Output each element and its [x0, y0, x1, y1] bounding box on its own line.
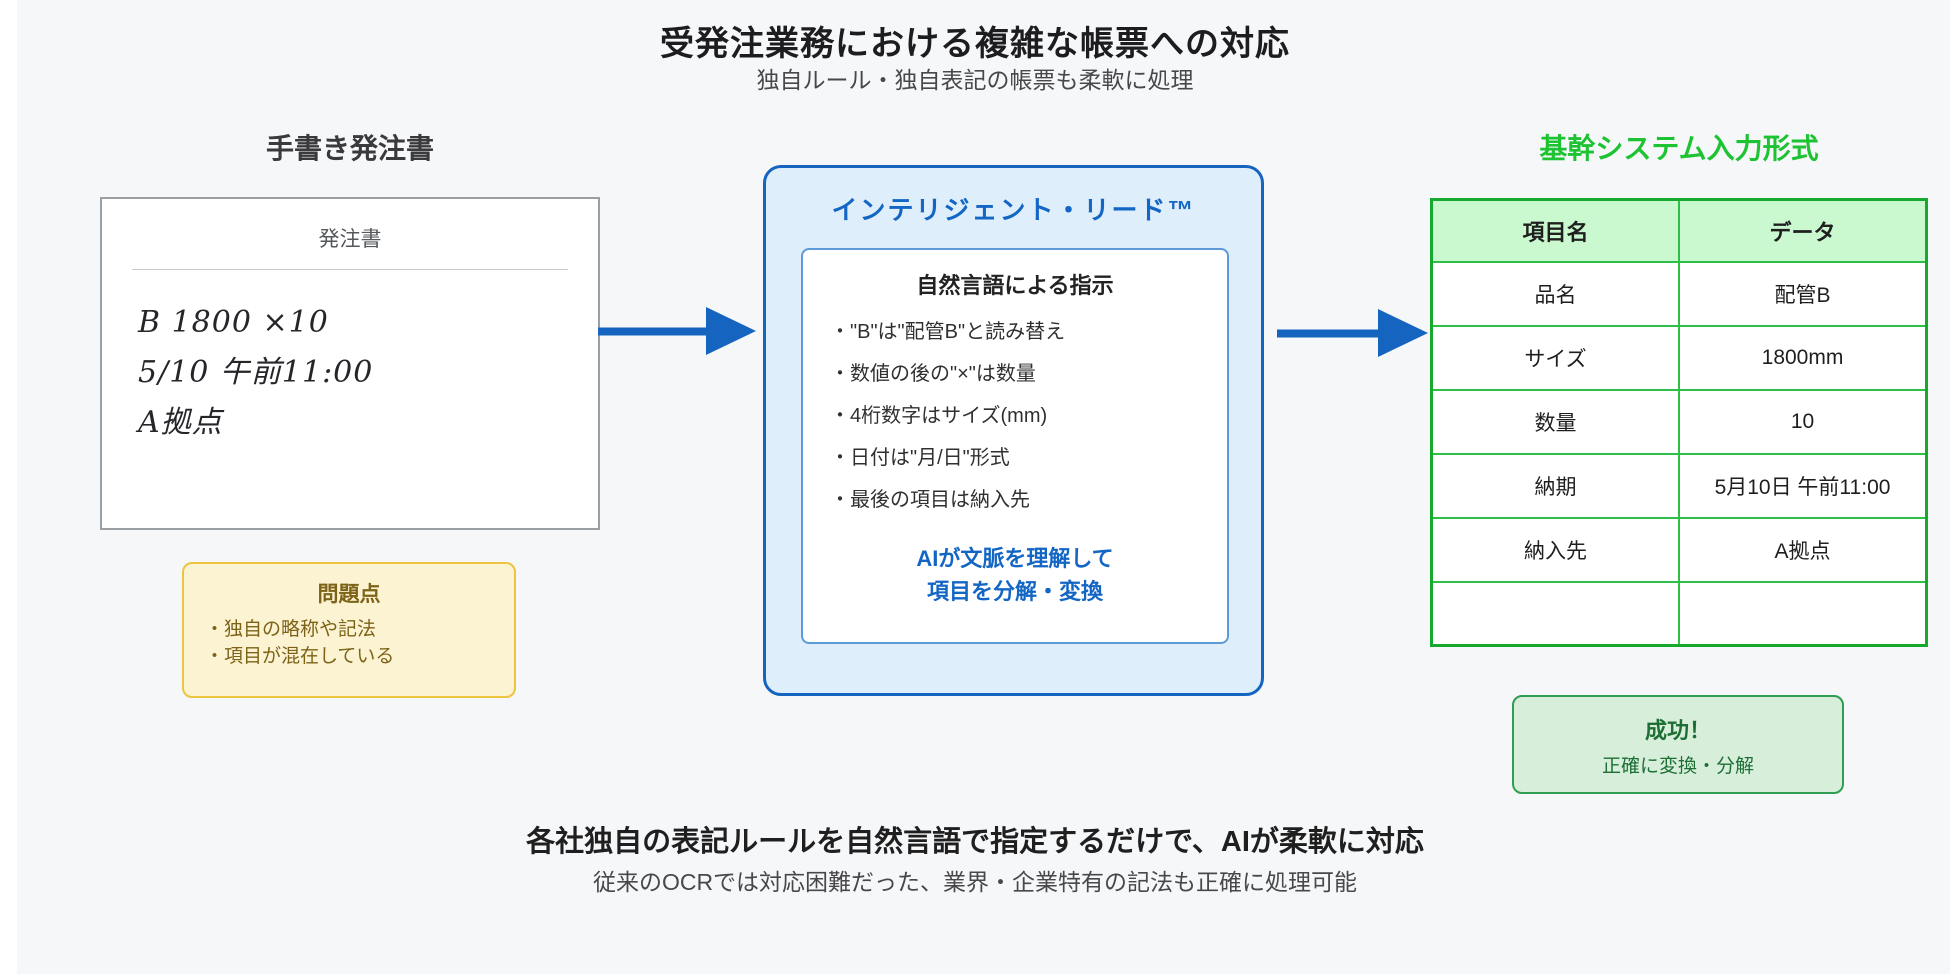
- rule-item: ・日付は"月/日"形式: [830, 447, 1010, 469]
- flow-arrow-right-icon: [1277, 309, 1428, 357]
- table-row-empty: [1430, 580, 1928, 647]
- intelligent-read-panel: インテリジェント・リード™ 自然言語による指示 ・"B"は"配管B"と読み替え …: [763, 165, 1264, 696]
- cell-value: 配管B: [1678, 260, 1928, 327]
- column-header-item-name: 項目名: [1430, 198, 1680, 263]
- natural-language-title: 自然言語による指示: [916, 273, 1114, 298]
- rule-list: ・"B"は"配管B"と読み替え ・数値の後の"×"は数量 ・4桁数字はサイズ(m…: [803, 311, 1227, 521]
- rule-item: ・最後の項目は納入先: [830, 489, 1030, 511]
- problem-item: ・独自の略称や記法: [205, 619, 377, 640]
- rule-item: ・"B"は"配管B"と読み替え: [830, 321, 1066, 343]
- table-row: 納入先 A拠点: [1430, 516, 1928, 583]
- problem-item: ・項目が混在している: [205, 646, 395, 667]
- handwritten-line-product: B 1800 ×10: [138, 305, 329, 340]
- handwritten-order-card: 発注書 B 1800 ×10 5/10 午前11:00 A拠点: [100, 197, 600, 530]
- table-header-row: 項目名 データ: [1430, 198, 1928, 263]
- handwritten-order-heading: 手書き発注書: [265, 133, 434, 164]
- table-row: 納期 5月10日 午前11:00: [1430, 452, 1928, 519]
- cell-key: [1430, 580, 1680, 647]
- ai-result-note: AIが文脈を理解して 項目を分解・変換: [803, 542, 1227, 608]
- handwritten-lines: B 1800 ×10 5/10 午前11:00 A拠点: [138, 298, 598, 448]
- handwritten-line-date: 5/10 午前11:00: [138, 355, 374, 390]
- cell-key: 納入先: [1430, 516, 1680, 583]
- table-row: 数量 10: [1430, 388, 1928, 455]
- page-margin-left: [0, 0, 17, 978]
- flow-arrow-left-icon: [598, 307, 756, 355]
- page-margin-bottom: [0, 974, 1950, 978]
- footer-highlight-text: 各社独自の表記ルールを自然言語で指定するだけで、AIが柔軟に対応: [526, 826, 1424, 858]
- cell-key: 品名: [1430, 260, 1680, 327]
- output-format-heading: 基幹システム入力形式: [1539, 133, 1819, 164]
- order-doc-title: 発注書: [318, 228, 382, 251]
- cell-value: 10: [1678, 388, 1928, 455]
- handwritten-line-location: A拠点: [138, 405, 223, 440]
- table-row: 品名 配管B: [1430, 260, 1928, 327]
- table-row: サイズ 1800mm: [1430, 324, 1928, 391]
- ai-result-line: 項目を分解・変換: [926, 579, 1103, 604]
- footer-detail-text: 従来のOCRでは対応困難だった、業界・企業特有の記法も正確に処理可能: [592, 869, 1358, 895]
- success-callout: 成功！ 正確に変換・分解: [1512, 695, 1844, 794]
- rule-item: ・4桁数字はサイズ(mm): [830, 405, 1048, 427]
- column-header-data: データ: [1678, 198, 1928, 263]
- success-title: 成功！: [1644, 718, 1711, 743]
- cell-value: 1800mm: [1678, 324, 1928, 391]
- intelligent-read-title: インテリジェント・リード™: [831, 195, 1196, 225]
- order-doc-divider: [132, 269, 568, 270]
- cell-key: サイズ: [1430, 324, 1680, 391]
- cell-key: 数量: [1430, 388, 1680, 455]
- problem-title: 問題点: [317, 583, 381, 606]
- problem-callout: 問題点 ・独自の略称や記法 ・項目が混在している: [182, 562, 516, 698]
- page-title: 受発注業務における複雑な帳票への対応: [660, 25, 1290, 63]
- cell-value: [1678, 580, 1928, 647]
- rule-item: ・数値の後の"×"は数量: [830, 363, 1036, 385]
- problem-list: ・独自の略称や記法 ・項目が混在している: [184, 616, 514, 670]
- success-subtitle: 正確に変換・分解: [1601, 756, 1754, 777]
- ai-result-line: AIが文脈を理解して: [916, 546, 1114, 571]
- cell-value: 5月10日 午前11:00: [1678, 452, 1928, 519]
- cell-value: A拠点: [1678, 516, 1928, 583]
- page-subtitle: 独自ルール・独自表記の帳票も柔軟に処理: [756, 67, 1194, 93]
- natural-language-panel: 自然言語による指示 ・"B"は"配管B"と読み替え ・数値の後の"×"は数量 ・…: [801, 248, 1229, 644]
- output-table: 項目名 データ 品名 配管B サイズ 1800mm 数量 10 納期 5月10日…: [1430, 198, 1928, 647]
- cell-key: 納期: [1430, 452, 1680, 519]
